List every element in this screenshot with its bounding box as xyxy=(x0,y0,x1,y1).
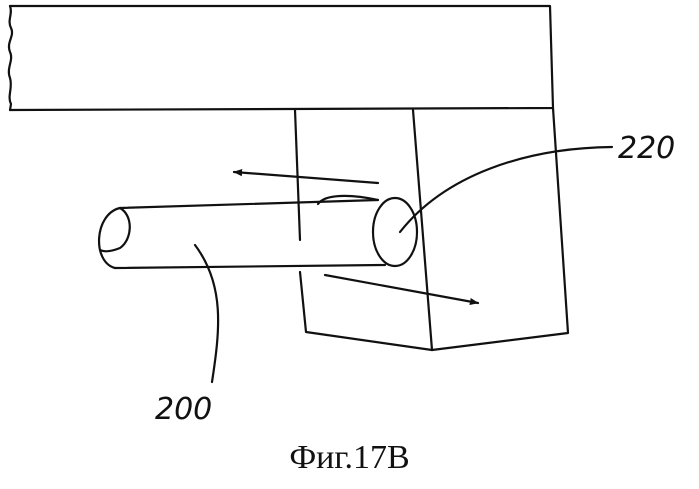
leader-line-200 xyxy=(195,245,218,382)
leader-line-220 xyxy=(400,147,612,232)
figure-caption: Фиг.17В xyxy=(0,438,699,478)
vertical-block xyxy=(295,108,568,350)
top-beam xyxy=(9,6,553,110)
label-220: 220 xyxy=(618,131,675,166)
motion-arrow-left xyxy=(234,172,378,183)
motion-arrow-right xyxy=(325,275,478,303)
label-200: 200 xyxy=(155,392,212,427)
rod-200 xyxy=(99,200,385,268)
